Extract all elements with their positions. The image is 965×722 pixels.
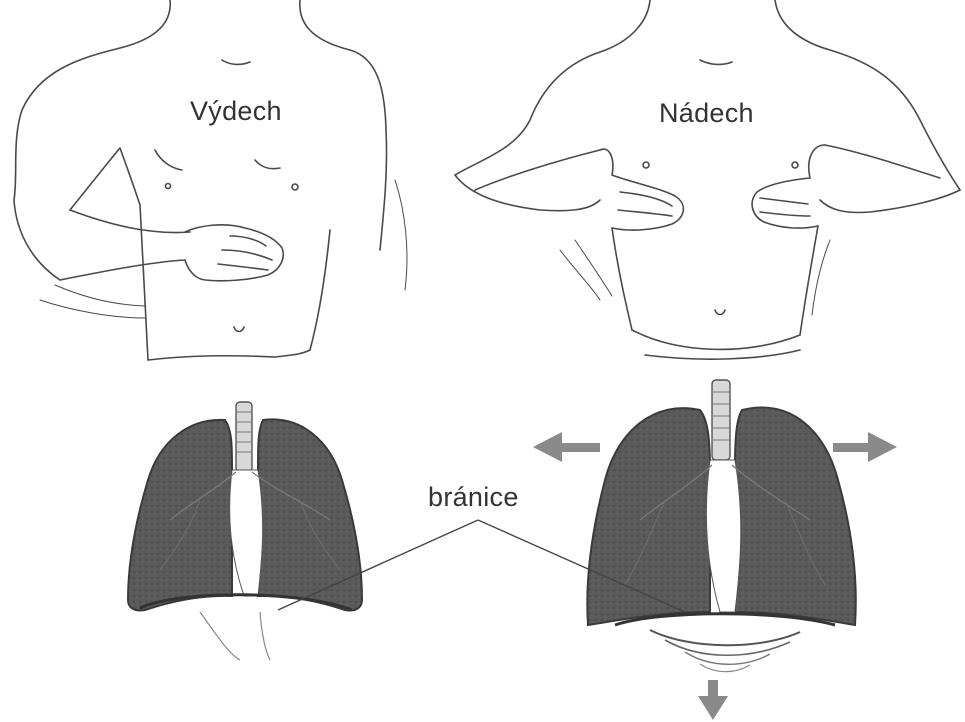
- diaphragm-label: bránice: [428, 482, 519, 513]
- right-arrow-icon: [833, 432, 897, 462]
- left-lung: [128, 420, 232, 611]
- right-lung: [258, 419, 362, 610]
- exhale-lungs: [128, 402, 362, 660]
- exhale-torso: [14, 0, 407, 360]
- left-arrow-icon: [533, 432, 600, 462]
- inhale-torso: [455, 0, 960, 359]
- exhale-label: Výdech: [190, 96, 282, 127]
- down-arrow-icon: [698, 680, 728, 720]
- right-lung: [735, 407, 856, 625]
- inhale-label: Nádech: [659, 98, 754, 129]
- left-lung: [587, 408, 710, 625]
- inhale-lungs: [587, 380, 855, 672]
